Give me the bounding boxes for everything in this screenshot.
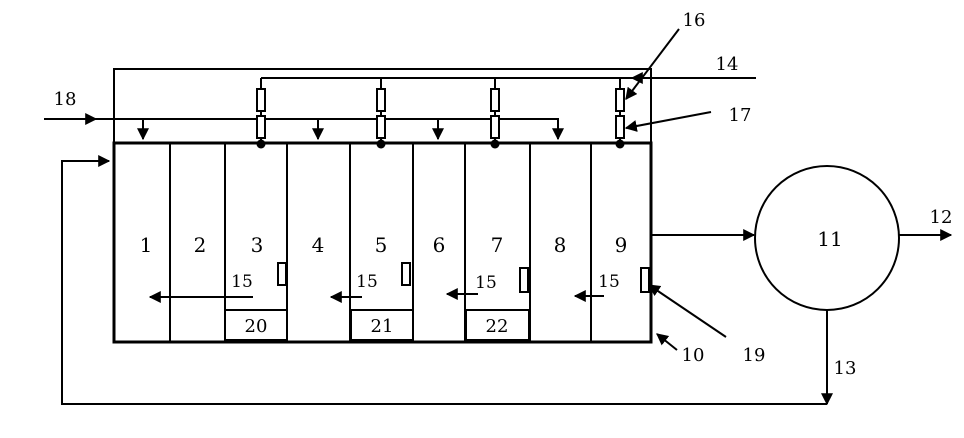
flow-label-15: 15 — [598, 272, 620, 292]
chamber-label-6: 6 — [433, 233, 446, 257]
valve-stack-9 — [615, 78, 625, 149]
callout-18: 18 — [54, 89, 77, 110]
junction-dot — [615, 139, 625, 149]
chamber-label-3: 3 — [251, 233, 264, 257]
valve-icon — [256, 88, 266, 112]
callout-17: 17 — [729, 105, 752, 126]
valve-stack-5 — [376, 78, 386, 149]
callout-19: 19 — [743, 345, 766, 366]
valve-icon — [490, 115, 500, 139]
header-box — [113, 68, 652, 143]
junction-dot — [376, 139, 386, 149]
valve-icon — [376, 88, 386, 112]
callout-16: 16 — [683, 10, 706, 31]
flow-label-15: 15 — [475, 273, 497, 293]
chamber-dividers — [169, 143, 592, 342]
probe-icon — [640, 267, 650, 293]
sub-tank-label-20: 20 — [245, 316, 268, 337]
leader-17 — [624, 111, 712, 132]
probe-icon — [277, 262, 287, 286]
probe-icon — [401, 262, 411, 286]
chamber-label-2: 2 — [194, 233, 207, 257]
junction-dot — [490, 139, 500, 149]
callout-11: 11 — [817, 227, 842, 251]
leader-16 — [625, 28, 680, 100]
sub-tank-label-21: 21 — [371, 316, 394, 337]
callout-10: 10 — [682, 345, 705, 366]
sub-tank-label-22: 22 — [486, 316, 509, 337]
distribution-pipe — [96, 118, 564, 141]
valve-icon — [615, 115, 625, 139]
chamber-label-1: 1 — [140, 233, 153, 257]
sub-tank-20-box — [224, 309, 288, 341]
junction-dot — [256, 139, 266, 149]
valve-stack-7 — [490, 78, 500, 149]
leader-19 — [648, 284, 727, 338]
leader-10 — [656, 333, 678, 351]
callout-14: 14 — [716, 54, 739, 75]
valve-icon — [256, 115, 266, 139]
valve-icon — [376, 115, 386, 139]
chamber-label-5: 5 — [375, 233, 388, 257]
callout-12: 12 — [930, 207, 953, 228]
flow-label-15: 15 — [231, 272, 253, 292]
probe-icon — [519, 267, 529, 293]
callout-13: 13 — [834, 358, 857, 379]
valve-icon — [490, 88, 500, 112]
chamber-label-8: 8 — [554, 233, 567, 257]
valve-stack-3 — [256, 78, 266, 149]
flow-label-15: 15 — [356, 272, 378, 292]
valve-icon — [615, 88, 625, 112]
sub-tank-22-box — [465, 309, 530, 341]
return-sludge-line — [61, 155, 827, 405]
chamber-label-4: 4 — [312, 233, 325, 257]
sub-tank-21-box — [350, 309, 414, 341]
chamber-label-7: 7 — [491, 233, 504, 257]
chamber-label-9: 9 — [615, 233, 628, 257]
